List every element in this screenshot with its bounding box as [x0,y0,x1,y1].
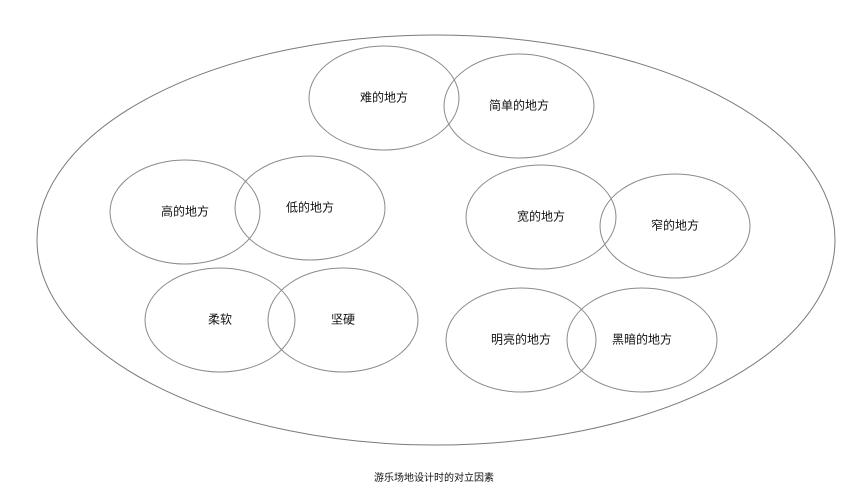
narrow-place-label: 窄的地方 [651,218,699,233]
low-place-circle [234,155,386,261]
narrow-place-circle [599,173,751,279]
hard-circle [267,267,419,373]
diagram-caption: 游乐场地设计时的对立因素 [374,471,494,484]
pair-wide-narrow: 宽的地方 窄的地方 [465,164,751,279]
dark-place-circle [566,287,718,393]
dark-place-label: 黑暗的地方 [612,332,672,347]
simple-place-label: 简单的地方 [489,98,549,113]
pair-bright-dark: 明亮的地方 黑暗的地方 [445,287,718,393]
bright-place-circle [445,287,597,393]
simple-place-circle [443,53,595,159]
high-place-circle [109,159,261,265]
hard-label: 坚硬 [331,313,355,327]
pair-high-low: 高的地方 低的地方 [109,155,386,265]
difficult-place-circle [308,45,460,151]
wide-place-label: 宽的地方 [517,209,565,224]
soft-circle [144,267,296,373]
pair-difficult-simple: 难的地方 简单的地方 [308,45,595,159]
pair-soft-hard: 柔软 坚硬 [144,267,419,373]
difficult-place-label: 难的地方 [360,90,408,105]
wide-place-circle [465,164,617,270]
soft-label: 柔软 [208,313,232,327]
outer-boundary-ellipse [36,34,836,446]
high-place-label: 高的地方 [161,204,209,219]
low-place-label: 低的地方 [286,200,334,215]
bright-place-label: 明亮的地方 [491,332,551,347]
